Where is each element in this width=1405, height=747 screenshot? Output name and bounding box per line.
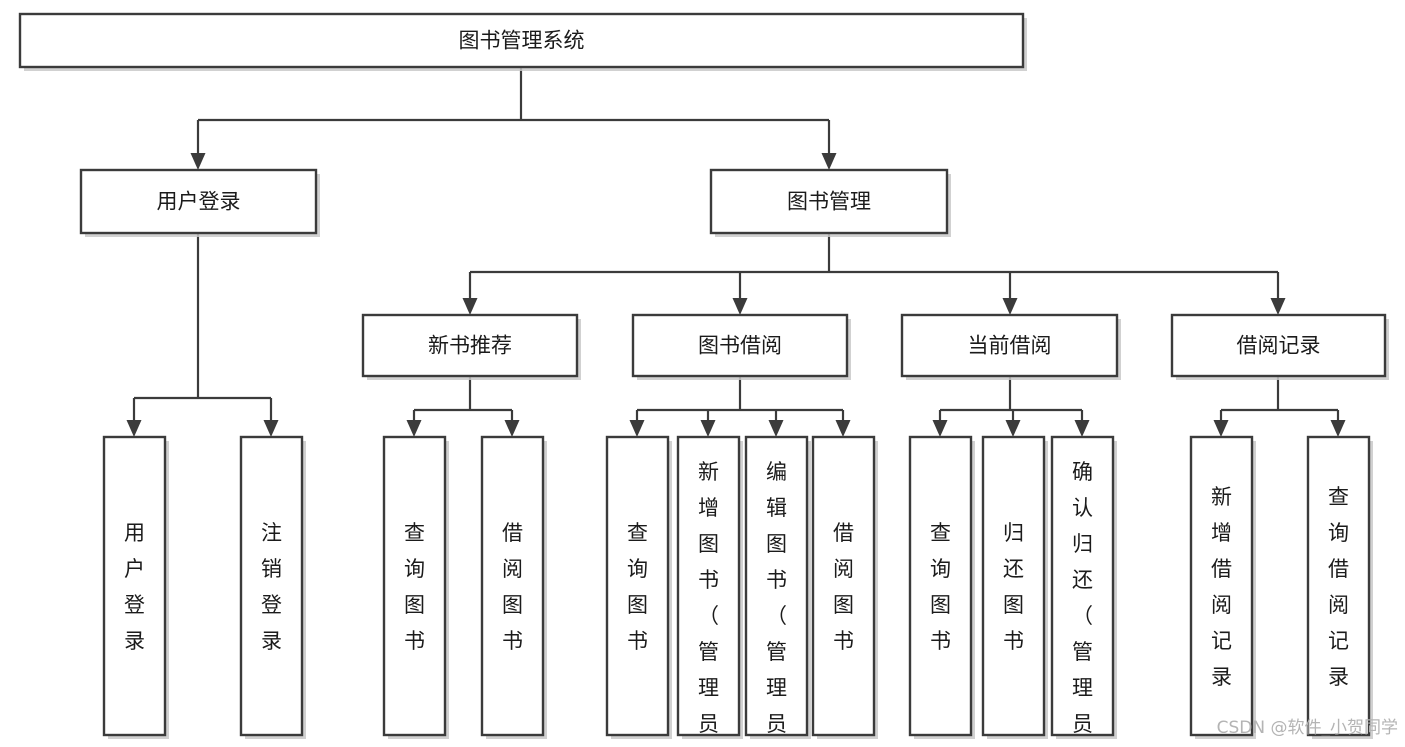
connector-group [1213,376,1346,437]
level2-node-borrow-record[interactable]: 借阅记录 [1170,313,1389,380]
node-label: 用户登录 [157,190,241,214]
node-label: 图书借阅 [698,334,782,358]
node-label: 当前借阅 [968,334,1052,358]
leaf-node-leaf-add-book-admin[interactable]: 新增图书（管理员） [676,435,743,747]
leaf-node-leaf-user-login[interactable]: 用户登录 [102,435,169,739]
node-label: 借阅图书 [833,521,854,653]
root-node[interactable]: 图书管理系统 [18,12,1027,71]
node-label: 归还图书 [1003,521,1024,653]
connector-arrowhead [1213,420,1229,437]
node-box[interactable] [605,435,670,737]
leaf-node-leaf-query-borrow-record[interactable]: 查询借阅记录 [1306,435,1373,739]
node-box[interactable] [908,435,973,737]
leaf-node-leaf-query-book-current[interactable]: 查询图书 [908,435,975,739]
leaf-node-leaf-edit-book-admin[interactable]: 编辑图书（管理员） [744,435,811,747]
node-label: 借阅记录 [1237,334,1321,358]
node-box[interactable] [900,313,1119,378]
node-label: 新书推荐 [428,334,512,358]
connectors-layer [126,67,1346,437]
connector-group [406,376,520,437]
level2-node-new-book-recommend[interactable]: 新书推荐 [361,313,581,380]
node-box[interactable] [1306,435,1371,737]
connector-arrowhead [504,420,520,437]
connector-arrowhead [1005,420,1021,437]
nodes-layer: 图书管理系统用户登录图书管理新书推荐图书借阅当前借阅借阅记录用户登录注销登录查询… [18,12,1389,747]
node-label: 查询图书 [930,521,951,653]
connector-group [462,233,1286,315]
connector-arrowhead [732,298,748,315]
leaf-node-leaf-add-borrow-record[interactable]: 新增借阅记录 [1189,435,1256,739]
node-label: 新增借阅记录 [1211,485,1232,689]
node-box[interactable] [744,435,809,737]
node-label: 编辑图书（管理员） [766,460,787,747]
connector-arrowhead [1002,298,1018,315]
node-label: 查询图书 [627,521,648,653]
node-box[interactable] [18,12,1025,69]
connector-arrowhead [700,420,716,437]
node-box[interactable] [631,313,849,378]
node-label: 确认归还（管理员） [1072,460,1093,747]
leaf-node-leaf-confirm-return-admin[interactable]: 确认归还（管理员） [1050,435,1117,747]
connector-group [932,376,1090,437]
connector-arrowhead [932,420,948,437]
connector-arrowhead [1074,420,1090,437]
node-box[interactable] [981,435,1046,737]
node-box[interactable] [1050,435,1115,737]
node-box[interactable] [811,435,876,737]
leaf-node-leaf-logout[interactable]: 注销登录 [239,435,306,739]
leaf-node-leaf-query-book-rec[interactable]: 查询图书 [382,435,449,739]
node-box[interactable] [382,435,447,737]
node-box[interactable] [361,313,579,378]
node-box[interactable] [1189,435,1254,737]
level2-node-current-borrow[interactable]: 当前借阅 [900,313,1121,380]
connector-arrowhead [835,420,851,437]
node-label: 查询借阅记录 [1328,485,1349,689]
csdn-watermark: CSDN @软件_小贺同学 [1217,718,1398,738]
node-box[interactable] [79,168,318,235]
level1-node-book-manage[interactable]: 图书管理 [709,168,951,237]
node-box[interactable] [1170,313,1387,378]
connector-arrowhead [821,153,837,170]
connector-arrowhead [406,420,422,437]
leaf-node-leaf-return-book[interactable]: 归还图书 [981,435,1048,739]
node-box[interactable] [102,435,167,737]
connector-arrowhead [263,420,279,437]
node-label: 图书管理系统 [459,29,585,53]
node-label: 借阅图书 [502,521,523,653]
connector-arrowhead [190,153,206,170]
node-label: 查询图书 [404,521,425,653]
node-label: 用户登录 [124,521,145,653]
level2-node-book-borrow[interactable]: 图书借阅 [631,313,851,380]
level1-node-user-login[interactable]: 用户登录 [79,168,320,237]
connector-arrowhead [629,420,645,437]
connector-group [190,67,837,170]
connector-arrowhead [462,298,478,315]
node-box[interactable] [480,435,545,737]
node-box[interactable] [709,168,949,235]
leaf-node-leaf-borrow-book[interactable]: 借阅图书 [811,435,878,739]
node-label: 注销登录 [261,521,282,653]
node-box[interactable] [239,435,304,737]
connector-group [126,233,279,437]
leaf-node-leaf-query-book-borrow[interactable]: 查询图书 [605,435,672,739]
connector-arrowhead [768,420,784,437]
node-box[interactable] [676,435,741,737]
connector-group [629,376,851,437]
connector-arrowhead [126,420,142,437]
node-label: 新增图书（管理员） [698,460,719,747]
node-label: 图书管理 [787,190,871,214]
leaf-node-leaf-borrow-book-rec[interactable]: 借阅图书 [480,435,547,739]
connector-arrowhead [1330,420,1346,437]
connector-arrowhead [1270,298,1286,315]
